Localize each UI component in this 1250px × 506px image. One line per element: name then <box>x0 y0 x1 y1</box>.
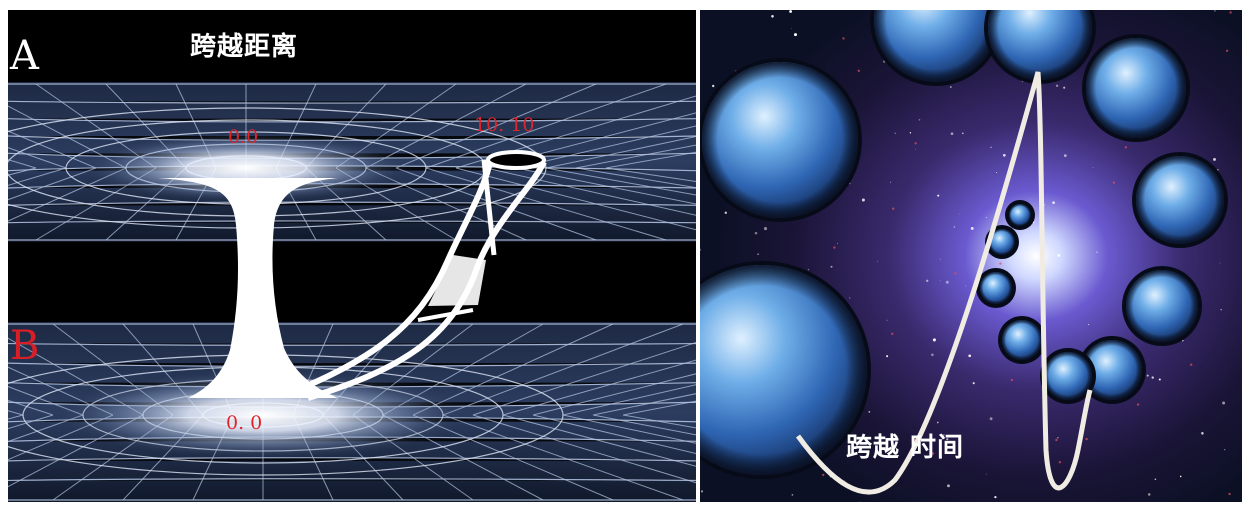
label-b: B <box>10 323 40 369</box>
label-a: A <box>10 33 39 79</box>
coord-top-center: 0.0 <box>228 126 259 148</box>
caption-cross-time: 跨越 时间 <box>846 433 965 463</box>
upper-sheet <box>8 82 696 242</box>
planets-illustration <box>700 10 1242 502</box>
wormhole-distance-panel: A B 跨越距离 0.0 10. 10 0. 0 <box>8 10 696 502</box>
caption-cross-distance: 跨越距离 <box>190 32 299 62</box>
coord-top-right: 10. 10 <box>474 114 535 136</box>
time-curve <box>795 71 1093 495</box>
curved-tube <box>291 150 547 401</box>
lower-sheet <box>8 322 696 502</box>
planets-ring <box>700 10 1228 479</box>
time-travel-panel: 跨越 时间 <box>700 10 1242 502</box>
wormhole-throat <box>158 178 338 398</box>
coord-bottom-center: 0. 0 <box>226 412 263 434</box>
wormhole-illustration <box>8 82 696 502</box>
